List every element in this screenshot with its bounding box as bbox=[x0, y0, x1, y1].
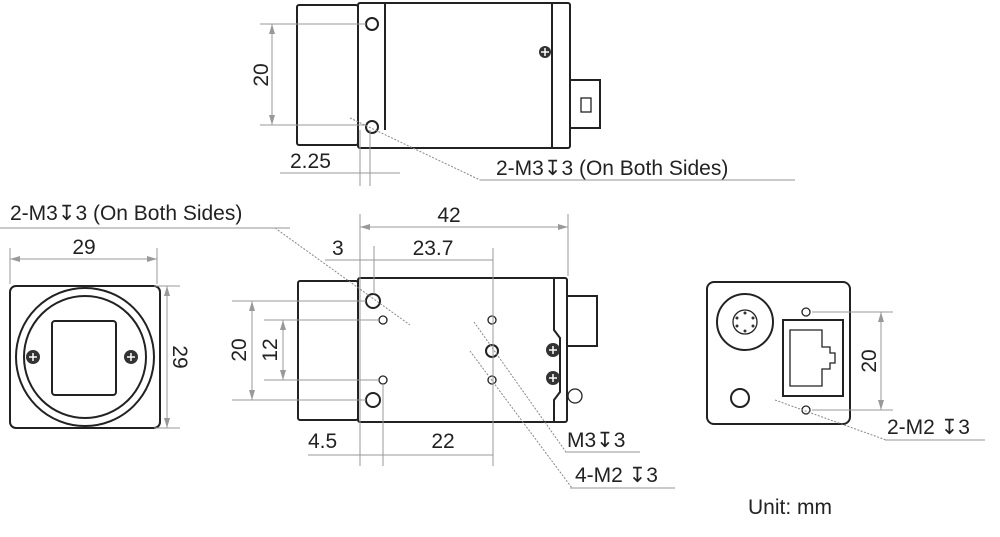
dim-height-m3: 20 bbox=[228, 338, 251, 361]
hole-label-rear: 2-M2 ↧3 bbox=[887, 416, 970, 439]
dim-m2-offset: 4.5 bbox=[308, 430, 337, 453]
unit-label: Unit: mm bbox=[748, 496, 832, 519]
m3-hole bbox=[485, 344, 499, 358]
m3-hole bbox=[365, 293, 381, 309]
hole-label-m2: 4-M2 ↧3 bbox=[575, 464, 658, 487]
m2-hole bbox=[378, 375, 388, 385]
screw-icon bbox=[539, 46, 551, 58]
hole-label-sides: 2-M3↧3 (On Both Sides) bbox=[10, 202, 242, 225]
hole-label-m3: M3↧3 bbox=[567, 429, 625, 452]
m2-hole bbox=[487, 375, 497, 385]
dim-m2-spacing: 22 bbox=[431, 430, 454, 453]
dim-front: 3 bbox=[332, 237, 344, 260]
dim-rear-height: 20 bbox=[858, 349, 881, 372]
m3-hole bbox=[365, 120, 379, 134]
m2-hole bbox=[378, 315, 388, 325]
top-view: 20 2.25 2-M3↧3 (On Both Sides) bbox=[250, 2, 795, 186]
screw-icon bbox=[546, 371, 560, 385]
dim-height-m2: 12 bbox=[259, 338, 282, 361]
rear-view: 20 2-M2 ↧3 bbox=[706, 281, 985, 441]
front-view: 29 29 bbox=[9, 236, 191, 429]
dim-length: 42 bbox=[437, 204, 460, 227]
screw-icon bbox=[26, 350, 40, 364]
m2-hole bbox=[487, 315, 497, 325]
screw-icon bbox=[546, 343, 560, 357]
screw-icon bbox=[124, 350, 138, 364]
m3-hole bbox=[365, 392, 381, 408]
dim-front-height: 29 bbox=[168, 345, 191, 368]
hole-label-top: 2-M3↧3 (On Both Sides) bbox=[496, 157, 728, 180]
dim-m3-spacing: 23.7 bbox=[413, 237, 454, 260]
m3-hole bbox=[365, 17, 379, 31]
side-view: 42 3 23.7 20 12 4.5 22 2-M3↧3 (On Both S… bbox=[0, 202, 675, 489]
dim-top-height: 20 bbox=[250, 63, 273, 86]
m2-hole bbox=[801, 307, 811, 317]
dim-front-width: 29 bbox=[72, 236, 95, 259]
dim-top-offset: 2.25 bbox=[290, 150, 331, 173]
ethernet-port bbox=[782, 319, 844, 397]
